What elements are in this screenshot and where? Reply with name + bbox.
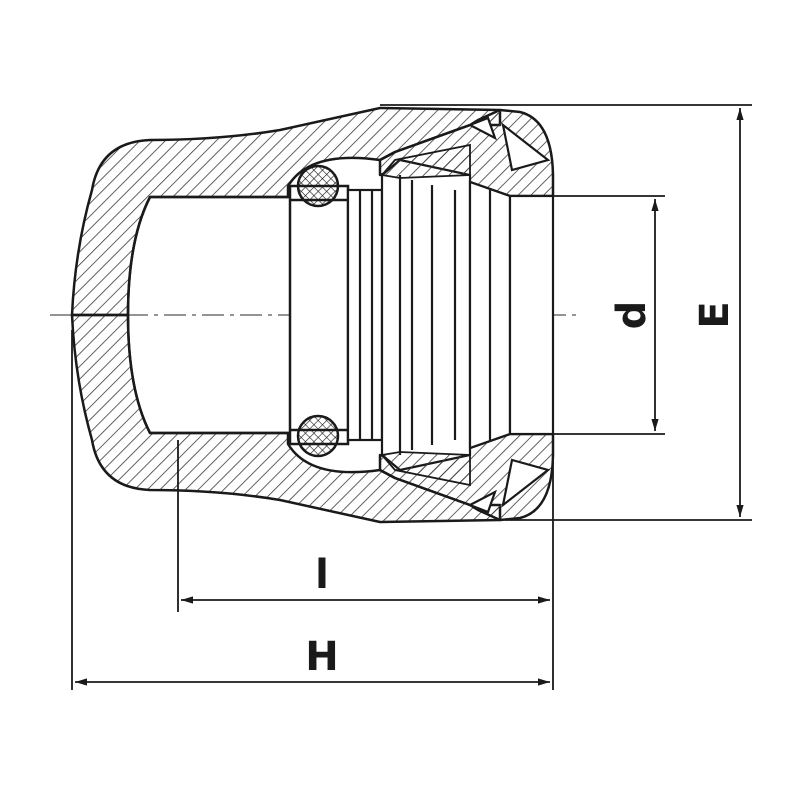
o-ring-top xyxy=(296,164,340,208)
o-ring-bottom xyxy=(296,414,340,458)
inner-bore xyxy=(126,195,290,435)
dimension-lines xyxy=(71,104,752,690)
collet-assembly xyxy=(346,158,555,472)
label-E: E xyxy=(692,301,738,328)
label-d: d xyxy=(609,301,655,330)
o-ring-assembly xyxy=(288,164,350,458)
label-H: H xyxy=(305,634,338,680)
nut-teeth xyxy=(467,116,551,514)
label-l: l xyxy=(315,552,329,598)
collet-teeth xyxy=(380,143,471,487)
